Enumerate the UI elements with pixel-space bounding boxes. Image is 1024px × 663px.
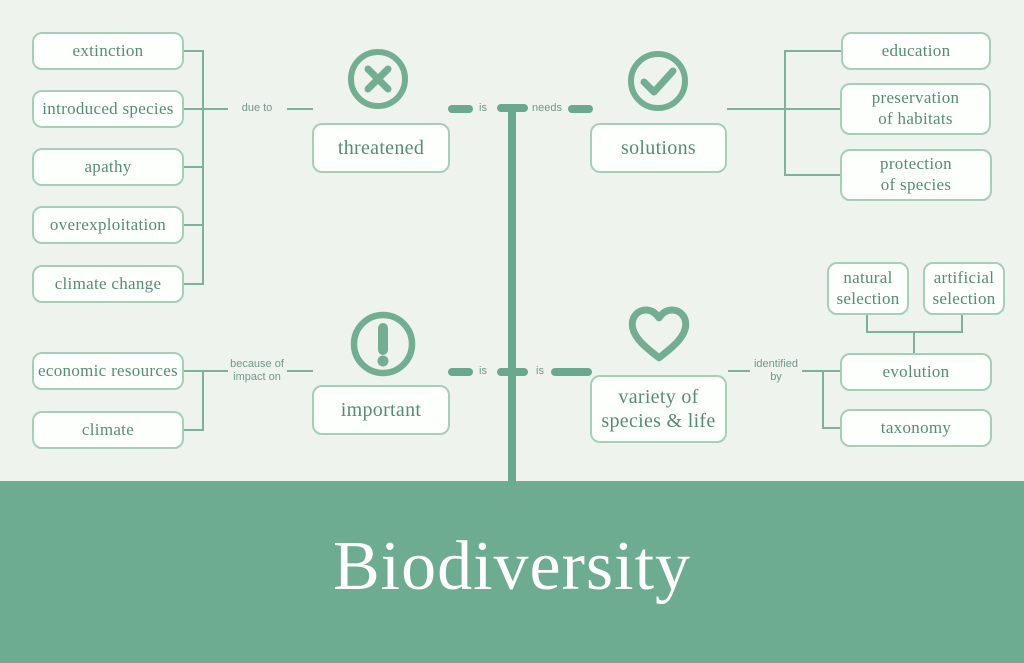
link-label-is-bottom-left: is [479, 365, 487, 377]
spine-top-junction [497, 104, 528, 112]
spine-cross-junction [497, 368, 528, 376]
node-important: important [312, 385, 450, 435]
connector-reasons-trunk [202, 370, 204, 431]
node-climate-change: climate change [32, 265, 184, 303]
connector-solutions-trunk [784, 50, 786, 176]
connector-line [184, 50, 204, 52]
connector-line [727, 108, 840, 110]
node-introduced-species: introduced species [32, 90, 184, 128]
connector-line [961, 315, 963, 333]
link-label-is-top: is [479, 102, 487, 114]
node-apathy: apathy [32, 148, 184, 186]
connector-line [287, 370, 313, 372]
node-education: education [841, 32, 991, 70]
connector-line [866, 315, 868, 333]
connector-identified-trunk [822, 370, 824, 429]
connector-line [802, 370, 840, 372]
link-label-due-to: due to [241, 102, 273, 114]
link-label-needs: needs [532, 102, 562, 114]
center-spine-line [508, 105, 516, 481]
link-label-is-bottom-right: is [536, 365, 544, 377]
node-extinction: extinction [32, 32, 184, 70]
connector-line [184, 166, 204, 168]
page-title: Biodiversity [332, 528, 692, 605]
connector-line [184, 283, 204, 285]
node-variety-of-species: variety of species & life [590, 375, 727, 443]
connector-line [913, 331, 915, 354]
connector-line [822, 427, 840, 429]
node-taxonomy: taxonomy [840, 409, 992, 447]
node-artificial-selection: artificial selection [923, 262, 1005, 315]
dash-needs-solutions [568, 105, 593, 113]
check-circle-icon [628, 51, 688, 111]
node-evolution: evolution [840, 353, 992, 391]
connector-line [784, 174, 840, 176]
connector-line [287, 108, 313, 110]
x-circle-icon [348, 49, 408, 109]
node-climate: climate [32, 411, 184, 449]
node-threatened: threatened [312, 123, 450, 173]
connector-line [204, 108, 228, 110]
heart-icon [628, 306, 690, 362]
connector-line [184, 429, 204, 431]
connector-line [184, 370, 204, 372]
exclamation-circle-icon [350, 311, 416, 377]
dash-important-is [448, 368, 473, 376]
connector-line [728, 370, 750, 372]
link-label-because-of: because of impact on [230, 358, 284, 383]
node-economic-resources: economic resources [32, 352, 184, 390]
title-band [0, 481, 1024, 663]
connector-line [784, 50, 841, 52]
node-natural-selection: natural selection [827, 262, 909, 315]
node-overexploitation: overexploitation [32, 206, 184, 244]
dash-is-variety [551, 368, 592, 376]
connector-line [184, 224, 204, 226]
node-preservation-of-habitats: preservation of habitats [840, 83, 991, 135]
connector-line [204, 370, 228, 372]
dash-threatened-is [448, 105, 473, 113]
node-solutions: solutions [590, 123, 727, 173]
link-label-identified-by: identified by [753, 358, 799, 383]
connector-line [184, 108, 204, 110]
node-protection-of-species: protection of species [840, 149, 992, 201]
